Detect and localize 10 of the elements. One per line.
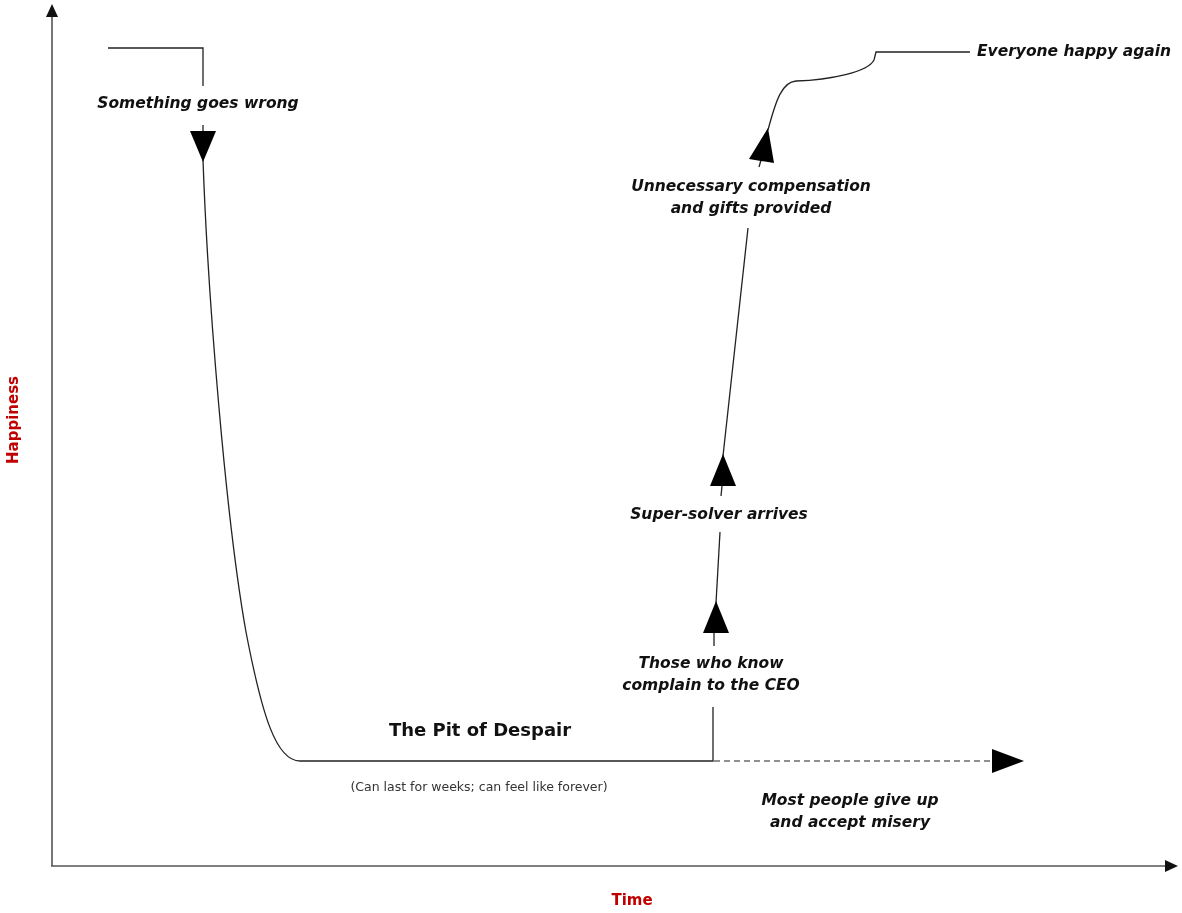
axis-label: Time <box>611 889 653 911</box>
stage-title: The Pit of Despair <box>388 718 572 743</box>
event-annotation: Something goes wrong <box>97 93 299 115</box>
event-annotation: Most people give up and accept misery <box>760 790 940 833</box>
stage-note: (Can last for weeks; can feel like forever) <box>350 778 608 796</box>
event-annotation: Unnecessary compensation and gifts provided <box>630 176 872 219</box>
event-annotation: Those who know complain to the CEO <box>621 653 801 696</box>
event-annotation: Super-solver arrives <box>630 504 808 526</box>
axis-label: Happiness <box>2 376 23 464</box>
event-annotation: Everyone happy again <box>976 41 1172 63</box>
